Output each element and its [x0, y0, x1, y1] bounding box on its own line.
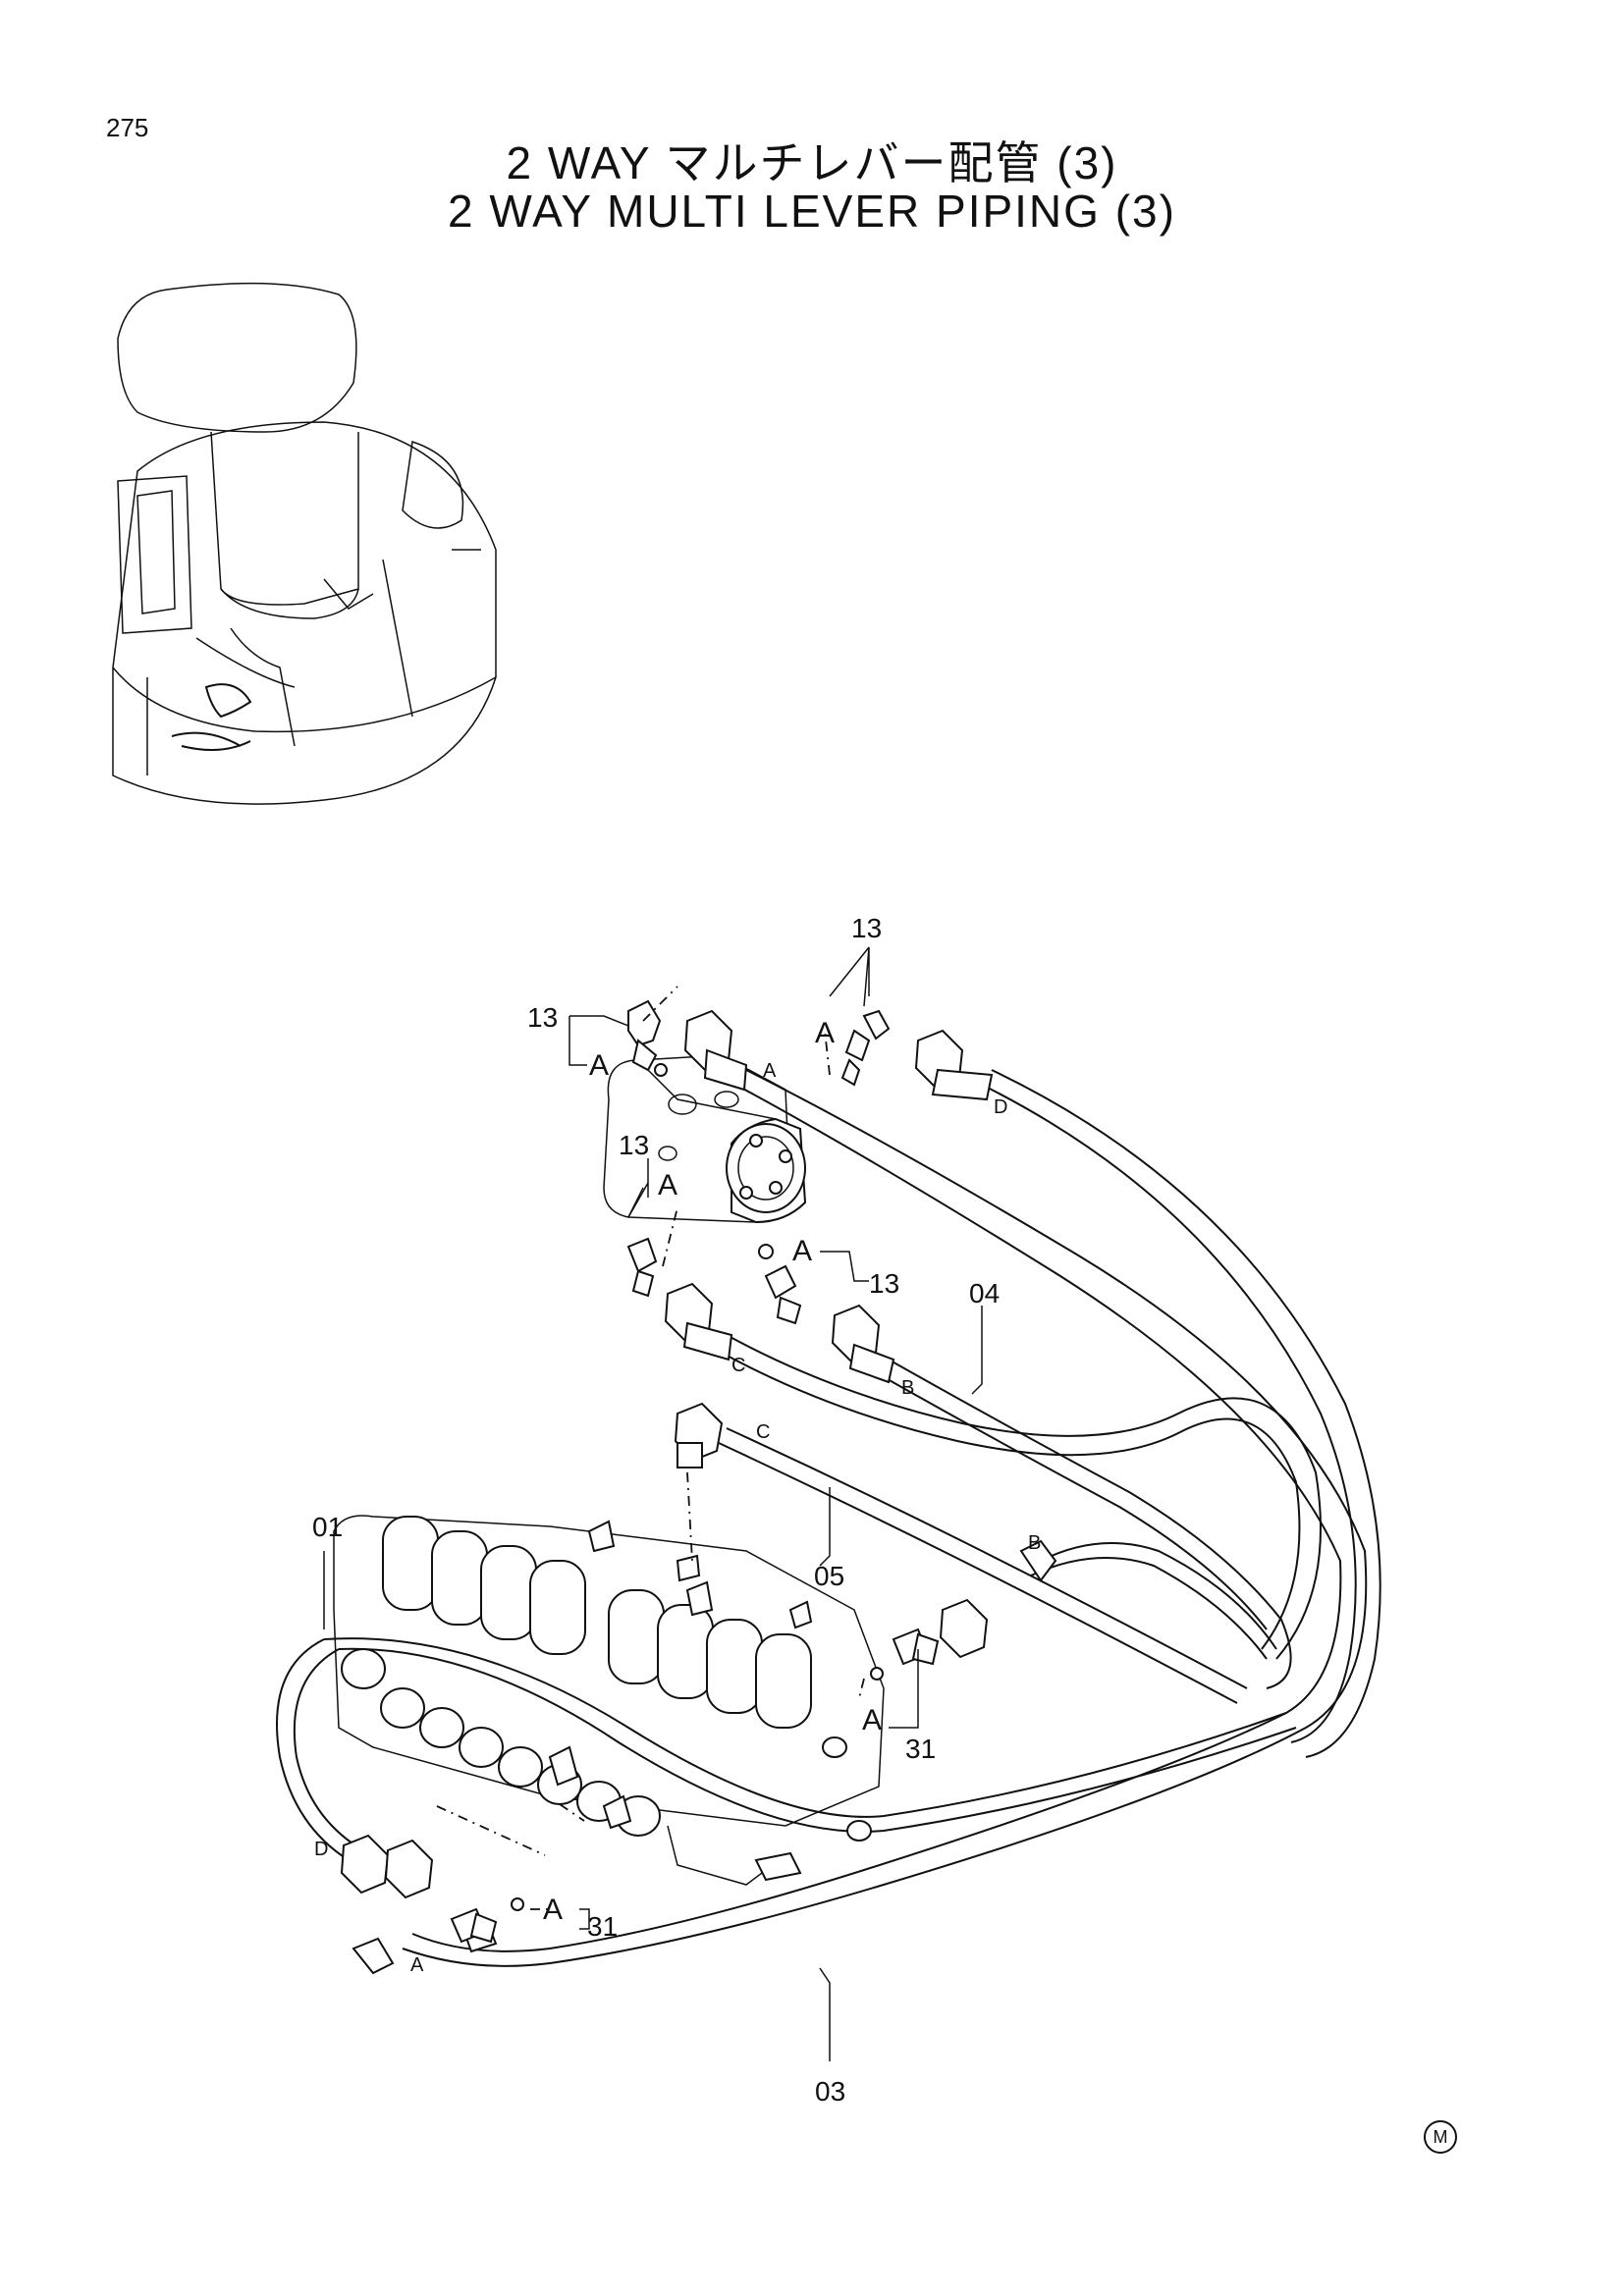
elbow-fittings — [626, 999, 891, 1325]
ref-a-31-right: A — [862, 1704, 882, 1736]
hoses — [276, 1064, 1381, 1967]
callout-03: 03 — [815, 2076, 845, 2107]
hose-end-fittings — [340, 1009, 1057, 1975]
callout-13-top: 13 — [851, 913, 882, 943]
callout-13-mid: 13 — [619, 1130, 649, 1160]
control-valve — [333, 1515, 885, 1886]
hose-end-d-left: D — [314, 1839, 328, 1860]
hose-end-c-top: C — [731, 1355, 745, 1376]
pilot-valve — [603, 1054, 807, 1224]
hose-end-b-right: B — [1028, 1532, 1041, 1554]
callout-31-bottom: 31 — [587, 1911, 618, 1942]
ref-a-31-bottom: A — [543, 1894, 563, 1926]
hose-end-a-bottom: A — [410, 1954, 424, 1976]
manufacturer-mark: M — [1424, 2120, 1457, 2154]
seat-thumbnail — [112, 282, 497, 805]
page-number: 275 — [106, 113, 149, 142]
callout-31-right: 31 — [905, 1734, 936, 1764]
center-lines — [436, 986, 865, 1910]
hose-end-b-top: B — [901, 1377, 914, 1399]
callout-13-right: 13 — [869, 1268, 899, 1299]
adapter-fittings — [450, 1628, 940, 1944]
ref-a-mid: A — [658, 1169, 677, 1201]
hose-end-d-top: D — [994, 1096, 1007, 1118]
callout-05: 05 — [814, 1561, 844, 1591]
hose-end-a-top: A — [763, 1060, 777, 1082]
hose-end-c-mid: C — [756, 1421, 770, 1443]
leader-lines — [323, 946, 983, 2061]
title-japanese: 2 WAY マルチレバー配管 (3) — [506, 137, 1118, 188]
ref-a-left: A — [589, 1049, 609, 1082]
ref-a-right: A — [792, 1235, 812, 1267]
callout-04: 04 — [969, 1278, 1000, 1308]
ref-a-top: A — [815, 1017, 835, 1049]
callout-01: 01 — [312, 1512, 343, 1542]
callout-13-left: 13 — [527, 1002, 558, 1033]
title-english: 2 WAY MULTI LEVER PIPING (3) — [448, 186, 1176, 237]
